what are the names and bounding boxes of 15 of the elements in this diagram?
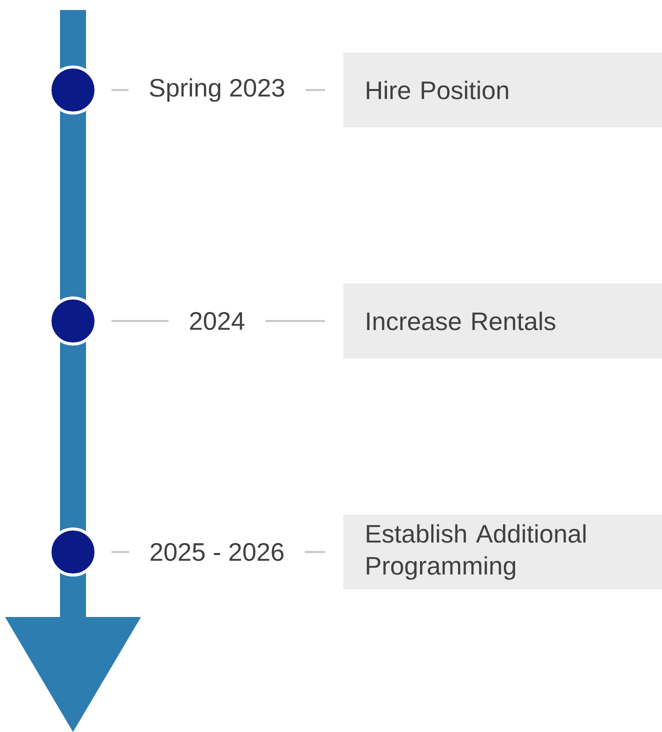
timeline-dot xyxy=(48,528,98,576)
connector-line xyxy=(112,320,169,322)
milestone-box: Establish Additional Programming xyxy=(343,514,662,590)
connector-line xyxy=(112,89,128,91)
date-label: Spring 2023 xyxy=(150,78,284,102)
date-label: 2025 - 2026 xyxy=(150,543,284,561)
timeline-dot xyxy=(48,66,98,114)
connector-line xyxy=(112,551,130,553)
connector-line xyxy=(304,551,325,553)
timeline-dot xyxy=(48,296,98,346)
connector-line xyxy=(306,89,325,91)
date-label: 2024 xyxy=(190,312,244,330)
connector-line xyxy=(265,320,325,322)
milestone-box: Hire Position xyxy=(343,52,662,128)
milestone-box: Increase Rentals xyxy=(343,284,662,358)
